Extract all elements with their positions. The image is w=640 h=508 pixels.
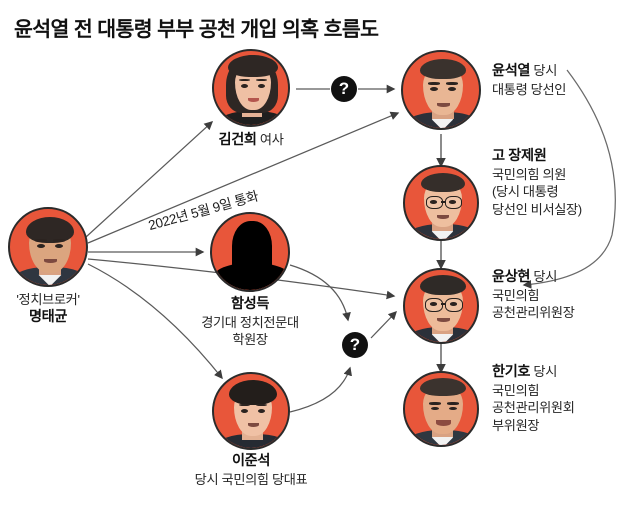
label-ham-sung-deuk: 함성득 경기대 정치전문대 학원장 <box>176 296 324 349</box>
edge-yoon-to-yoonsh-arc <box>522 69 616 289</box>
label-yoon-suk-yeol: 윤석열 당시 대통령 당선인 <box>492 62 637 98</box>
kim-honorific: 여사 <box>256 132 284 147</box>
label-han-ki-ho: 한기호 당시 국민의힘 공천관리위원회 부위원장 <box>492 363 640 434</box>
silhouette-portrait-ham-sung-deuk <box>210 212 290 292</box>
photo-portrait-jang-je-won <box>403 165 479 241</box>
yoon-name: 윤석열 <box>492 63 531 79</box>
jang-role-line2: (당시 대통령 <box>492 184 559 199</box>
face-illustration <box>214 374 288 448</box>
ham-name: 함성득 <box>230 296 270 312</box>
myung-role: '정치브로커' <box>16 292 80 307</box>
edge-lee-to-questionmark-bottom <box>289 366 352 413</box>
han-role-line2: 공천관리위원회 <box>492 400 575 415</box>
yoonsh-role-line1: 국민의힘 <box>492 287 540 303</box>
photo-portrait-yoon-suk-yeol <box>401 50 481 130</box>
yoonsh-suffix: 당시 <box>530 269 557 284</box>
myung-name: 명태균 <box>28 308 68 325</box>
photo-portrait-yoon-sang-hyun <box>403 268 479 344</box>
label-yoon-sang-hyun: 윤상현 당시 국민의힘 공천관리위원장 <box>492 268 640 322</box>
yoon-suffix: 당시 <box>530 63 557 78</box>
anonymous-silhouette <box>212 214 288 290</box>
face-illustration <box>405 373 477 445</box>
yoon-role-line1: 대통령 당선인 <box>492 81 567 97</box>
edge-ham-to-yoonsh <box>289 264 351 322</box>
label-kim-keon-hee: 김건희 여사 <box>191 131 311 150</box>
face-illustration <box>405 167 477 239</box>
jang-role-line3: 당선인 비서실장) <box>492 201 582 217</box>
label-myung-tae-kyun: '정치브로커' 명태균 <box>0 291 96 326</box>
edge-myung-to-kim <box>85 121 214 238</box>
han-role-line1: 국민의힘 <box>492 382 540 398</box>
ham-role-line2: 학원장 <box>232 332 268 347</box>
face-illustration <box>10 209 86 285</box>
photo-portrait-lee-jun-seok <box>212 372 290 450</box>
face-illustration <box>214 51 288 125</box>
lee-name: 이준석 <box>231 453 271 469</box>
ham-role-line1: 경기대 정치전문대 <box>201 314 299 330</box>
lee-role: 당시 국민의힘 당대표 <box>194 471 308 487</box>
question-badge-kim-to-yoon: ? <box>331 76 357 102</box>
page-title: 윤석열 전 대통령 부부 공천 개입 의혹 흐름도 <box>14 18 379 41</box>
photo-portrait-han-ki-ho <box>403 371 479 447</box>
han-role-line3: 부위원장 <box>492 417 540 433</box>
yoonsh-name: 윤상현 <box>492 269 531 285</box>
kim-name: 김건희 <box>218 132 257 148</box>
face-illustration <box>405 270 477 342</box>
jang-name: 고 장제원 <box>492 148 547 164</box>
label-jang-je-won: 고 장제원 국민의힘 의원 (당시 대통령 당선인 비서실장) <box>492 147 640 218</box>
edge-myung-to-yoon-call <box>87 111 400 244</box>
label-lee-jun-seok: 이준석 당시 국민의힘 당대표 <box>175 453 327 488</box>
photo-portrait-kim-keon-hee <box>212 49 290 127</box>
edge-myung-to-lee <box>87 263 223 380</box>
han-name: 한기호 <box>492 364 531 380</box>
face-illustration <box>403 52 479 128</box>
yoonsh-role-line2: 공천관리위원장 <box>492 305 575 320</box>
han-suffix: 당시 <box>530 364 557 379</box>
question-badge-lee-to-yoonsh: ? <box>342 332 368 358</box>
edge-questionmark-bottom-to-yoonsh <box>370 310 397 339</box>
jang-role-line1: 국민의힘 의원 <box>492 166 567 182</box>
photo-portrait-myung-tae-kyun <box>8 207 88 287</box>
